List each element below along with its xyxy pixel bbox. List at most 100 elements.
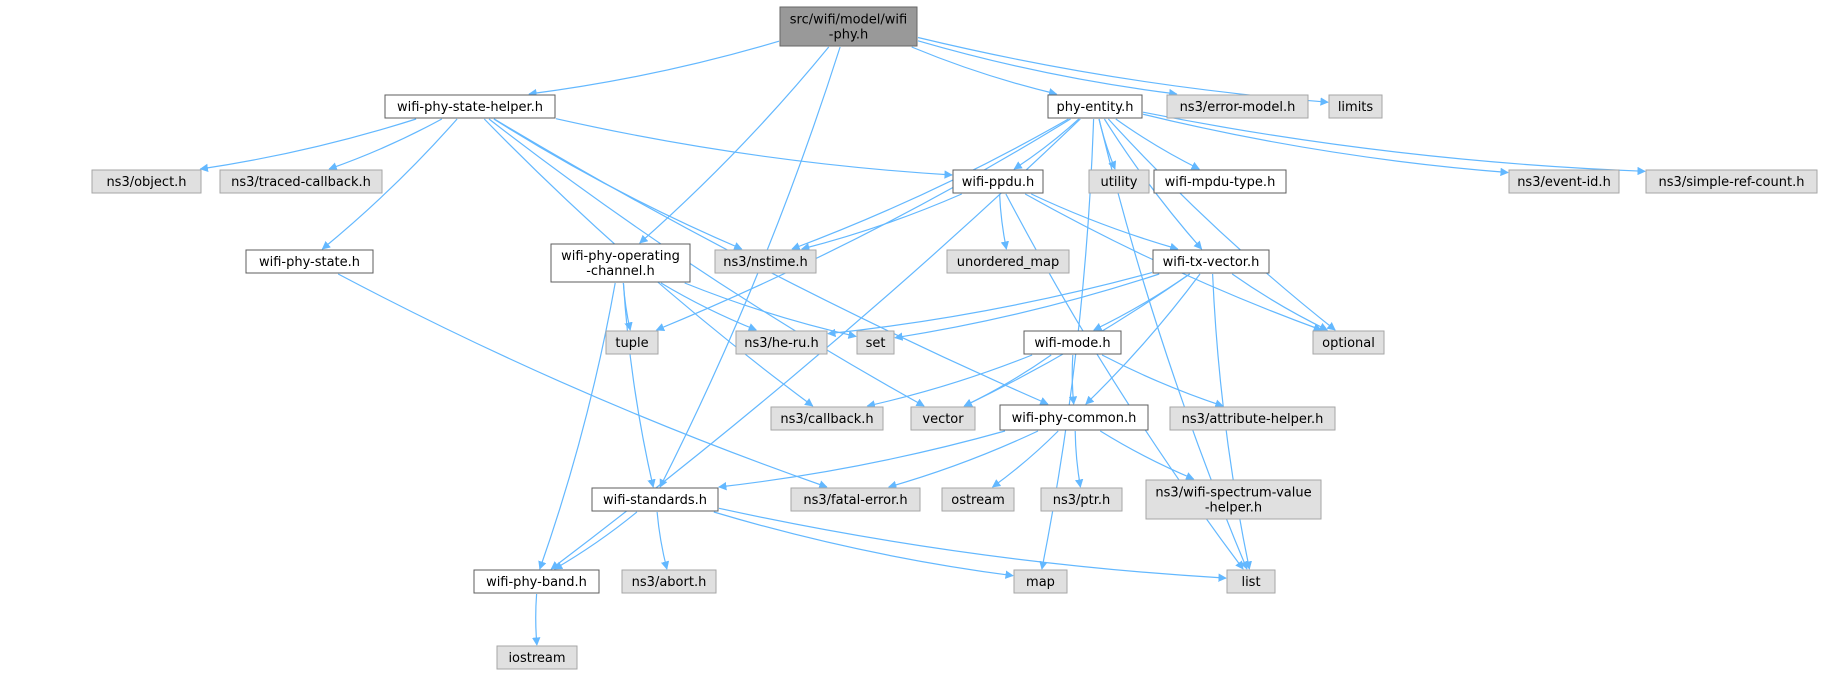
node-wifi-ppdu[interactable]: wifi-ppdu.h [952, 169, 1044, 194]
node-label: ns3/callback.h [780, 412, 873, 427]
edge-wifi-phy-operating-channel-to-wifi-standards [622, 282, 656, 488]
edge-wifi-ppdu-to-list [1005, 193, 1244, 570]
node-wifi-phy-band[interactable]: wifi-phy-band.h [473, 569, 600, 594]
node-label: list [1241, 575, 1260, 590]
node-label: utility [1101, 175, 1138, 190]
edge-wifi-tx-vector-to-he-ru [827, 272, 1153, 338]
node-label: ostream [951, 493, 1005, 508]
node-iostream: iostream [496, 645, 578, 670]
node-callback: ns3/callback.h [770, 406, 884, 431]
edge-phy-entity-to-tuple [655, 118, 1071, 331]
node-box [1153, 169, 1287, 194]
node-label: map [1026, 575, 1055, 590]
node-label: ns3/simple-ref-count.h [1659, 175, 1805, 190]
node-box [952, 169, 1044, 194]
edge-wifi-mode-to-callback [866, 354, 1033, 409]
edge-wifi-phy-state-helper-to-vector [488, 118, 925, 407]
edge-phy-entity-to-simple-ref-count [1142, 111, 1646, 176]
edge-wifi-phy-common-to-wifi-standards [718, 430, 1006, 491]
node-ostream: ostream [941, 487, 1015, 512]
node-wifi-phy-state-helper[interactable]: wifi-phy-state-helper.h [384, 94, 556, 119]
node-box [1152, 249, 1270, 274]
node-map: map [1013, 569, 1068, 594]
node-nstime: ns3/nstime.h [714, 249, 817, 274]
edge-wifi-phy-operating-channel-to-wifi-phy-band [538, 282, 616, 570]
node-label: ns3/traced-callback.h [231, 175, 371, 190]
edge-phy-entity-to-optional [1107, 118, 1336, 331]
edge-wifi-phy-state-helper-to-wifi-ppdu [555, 118, 953, 179]
node-wifi-tx-vector[interactable]: wifi-tx-vector.h [1152, 249, 1270, 274]
edge-wifi-ppdu-to-wifi-tx-vector [1031, 193, 1179, 251]
node-label: ns3/abort.h [632, 575, 707, 590]
node-error-model: ns3/error-model.h [1166, 94, 1309, 119]
node-box [91, 169, 202, 194]
node-box [910, 406, 976, 431]
edge-wifi-phy-common-to-fatal-error [887, 430, 1039, 489]
node-box [621, 569, 717, 594]
node-label: ns3/event-id.h [1517, 175, 1611, 190]
node-label: iostream [508, 651, 565, 666]
node-fatal-error: ns3/fatal-error.h [790, 487, 921, 512]
node-unordered-map: unordered_map [946, 249, 1070, 274]
node-box [550, 243, 691, 283]
node-label: ns3/error-model.h [1180, 100, 1296, 115]
node-box [779, 6, 918, 47]
node-label: set [866, 336, 886, 351]
node-label: wifi-phy-state.h [259, 255, 360, 270]
edge-wifi-phy-state-to-fatal-error [337, 273, 828, 489]
edge-wifi-phy-common-to-ptr [1074, 430, 1084, 488]
node-box [946, 249, 1070, 274]
node-box [770, 406, 884, 431]
node-he-ru: ns3/he-ru.h [735, 330, 828, 355]
node-box [1145, 479, 1322, 520]
node-label: ns3/wifi-spectrum-value [1155, 486, 1311, 501]
node-label: -channel.h [586, 264, 655, 279]
edge-phy-entity-to-nstime [791, 118, 1069, 251]
node-list: list [1226, 569, 1276, 594]
node-phy-entity[interactable]: phy-entity.h [1047, 94, 1143, 119]
node-label: ns3/nstime.h [723, 255, 807, 270]
edge-wifi-phy-to-phy-entity [911, 46, 1058, 97]
edge-wifi-phy-state-helper-to-wifi-phy-state [321, 118, 458, 250]
node-utility: utility [1088, 169, 1150, 194]
node-box [473, 569, 600, 594]
node-wifi-standards[interactable]: wifi-standards.h [591, 487, 719, 512]
node-label: wifi-phy-state-helper.h [397, 100, 543, 115]
node-box [941, 487, 1015, 512]
node-simple-ref-count: ns3/simple-ref-count.h [1645, 169, 1818, 194]
node-event-id: ns3/event-id.h [1508, 169, 1620, 194]
edge-wifi-phy-state-helper-to-nstime [493, 118, 743, 250]
node-wifi-phy-common[interactable]: wifi-phy-common.h [999, 404, 1149, 431]
node-wifi-phy[interactable]: src/wifi/model/wifi-phy.h [779, 6, 918, 47]
node-box [1508, 169, 1620, 194]
node-wifi-mpdu-type[interactable]: wifi-mpdu-type.h [1153, 169, 1287, 194]
edge-wifi-standards-to-map [713, 511, 1014, 579]
node-box [496, 645, 578, 670]
node-box [1047, 94, 1143, 119]
edge-wifi-phy-to-wifi-phy-operating-channel [639, 46, 830, 244]
edge-wifi-mode-to-wifi-phy-common [1068, 354, 1078, 405]
node-wifi-spectrum-value-helper: ns3/wifi-spectrum-value-helper.h [1145, 479, 1322, 520]
edge-wifi-phy-to-limits [917, 36, 1329, 106]
node-box [1645, 169, 1818, 194]
edge-wifi-mode-to-vector [963, 354, 1052, 407]
node-traced-callback: ns3/traced-callback.h [219, 169, 383, 194]
edge-wifi-phy-band-to-iostream [532, 593, 541, 646]
node-label: ns3/attribute-helper.h [1182, 412, 1324, 427]
edge-wifi-phy-operating-channel-to-he-ru [660, 282, 757, 332]
node-box [999, 404, 1149, 431]
node-label: ns3/fatal-error.h [803, 493, 907, 508]
node-wifi-phy-state[interactable]: wifi-phy-state.h [245, 249, 374, 274]
node-object: ns3/object.h [91, 169, 202, 194]
edge-wifi-tx-vector-to-wifi-phy-common [1085, 273, 1201, 405]
node-wifi-mode[interactable]: wifi-mode.h [1023, 330, 1122, 355]
node-wifi-phy-operating-channel[interactable]: wifi-phy-operating-channel.h [550, 243, 691, 283]
node-box [790, 487, 921, 512]
edge-wifi-tx-vector-to-optional [1231, 273, 1329, 331]
node-label: wifi-ppdu.h [962, 175, 1035, 190]
node-abort: ns3/abort.h [621, 569, 717, 594]
edge-wifi-ppdu-to-unordered-map [999, 193, 1009, 250]
edge-phy-entity-to-wifi-tx-vector [1103, 118, 1203, 250]
node-box [384, 94, 556, 119]
node-tuple: tuple [605, 330, 659, 355]
